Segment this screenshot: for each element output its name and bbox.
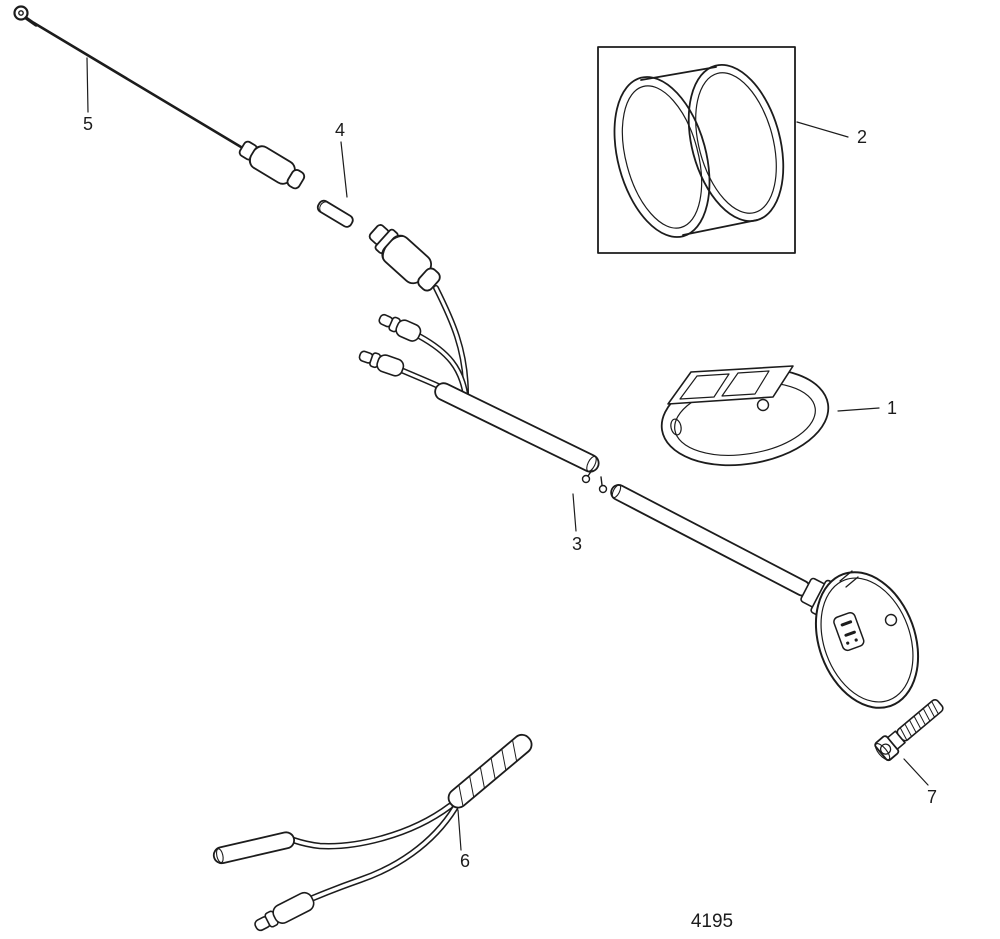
sender-face-plate [833,611,865,652]
part-4-pin [316,199,354,228]
callout-6: 6 [460,851,470,871]
callout-4: 4 [335,120,345,140]
part-2-frame-box [597,46,796,254]
part-2-sleeve-boxed [597,46,796,254]
figure-number: 4195 [691,911,733,932]
leader-line-7 [903,758,929,786]
part-6-bullet-connector [254,891,315,932]
part-3-sleeve [434,382,600,473]
leader-line-2 [796,121,849,138]
callout-1: 1 [887,398,897,418]
sender-disk [814,571,920,709]
callout-leader-lines [86,57,929,851]
part-6-tube-terminal [212,831,296,865]
part-3-bullet-terminal-b [358,350,405,377]
part-6-sleeve [447,733,533,809]
leader-line-3 [572,493,577,532]
part-3-connector-barrel [368,224,441,292]
leader-line-5 [86,57,89,113]
leader-line-6 [457,809,462,851]
sender-cable-and-head [610,484,920,709]
leader-line-4 [340,141,348,198]
part-6-y-harness [212,733,533,932]
callout-5: 5 [83,114,93,134]
leader-line-1 [837,407,880,412]
part-1-retainer-bracket [660,365,830,467]
callout-7: 7 [927,787,937,807]
part-3-harness-assembly [358,224,608,494]
part-5-lead-wire-assembly [13,5,306,190]
part-2-sleeve [613,63,785,238]
part-7-screw [874,698,944,762]
callout-3: 3 [572,534,582,554]
callout-2: 2 [857,127,867,147]
part-3-bullet-terminal-a [378,313,422,342]
